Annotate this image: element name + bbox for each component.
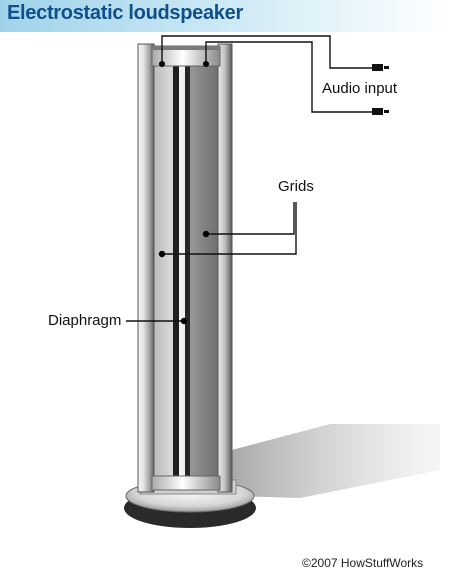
audio-input-wire-upper bbox=[161, 35, 372, 69]
bottom-cap bbox=[151, 475, 221, 491]
diaphragm-label: Diaphragm bbox=[48, 312, 122, 329]
title-bar: Electrostatic loudspeaker bbox=[0, 0, 450, 32]
diagram-title: Electrostatic loudspeaker bbox=[7, 2, 243, 24]
top-cap bbox=[151, 45, 221, 67]
audio-input-wire-lower bbox=[205, 41, 372, 113]
grid-marker-dot bbox=[158, 250, 166, 258]
audio-input-label: Audio input bbox=[322, 80, 398, 97]
back-grid-panel bbox=[188, 46, 220, 484]
audio-plug-lower-icon bbox=[372, 108, 389, 115]
wire-terminal-dot bbox=[203, 61, 209, 67]
grids-leader-lines bbox=[162, 202, 297, 255]
wire-terminal-dot bbox=[159, 61, 165, 67]
diaphragm-sheet bbox=[173, 46, 190, 484]
frame-rod-right bbox=[217, 43, 233, 493]
audio-plug-upper-icon bbox=[372, 64, 389, 71]
diaphragm-marker-dot bbox=[180, 317, 188, 325]
grid-marker-dot bbox=[202, 230, 210, 238]
floor-shadow bbox=[232, 424, 440, 498]
frame-rod-left bbox=[137, 43, 155, 493]
grids-label: Grids bbox=[278, 178, 314, 195]
copyright-credit: ©2007 HowStuffWorks bbox=[302, 556, 424, 570]
